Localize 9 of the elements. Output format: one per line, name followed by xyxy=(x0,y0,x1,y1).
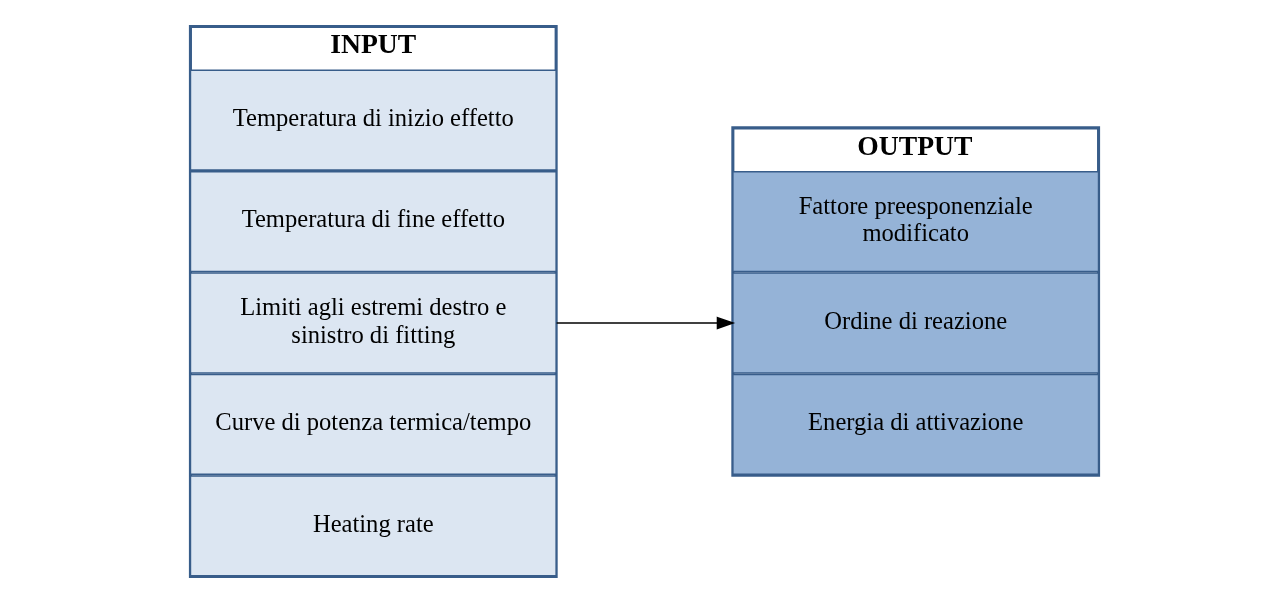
node-box: Curve di potenza termica/tempo xyxy=(189,373,557,476)
node-box: Heating rate xyxy=(189,475,557,577)
node-box: Temperatura di fine effetto xyxy=(189,170,557,273)
node-box: Fattore preesponenziale modificato xyxy=(731,170,1099,273)
node-box: Ordine di reazione xyxy=(731,272,1099,374)
arrow xyxy=(555,316,735,330)
node-box: Limiti agli estremi destro e sinistro di fitting xyxy=(189,272,557,374)
node-box: Temperatura di inizio effetto xyxy=(189,69,557,171)
node-box: Energia di attivazione xyxy=(731,373,1099,476)
